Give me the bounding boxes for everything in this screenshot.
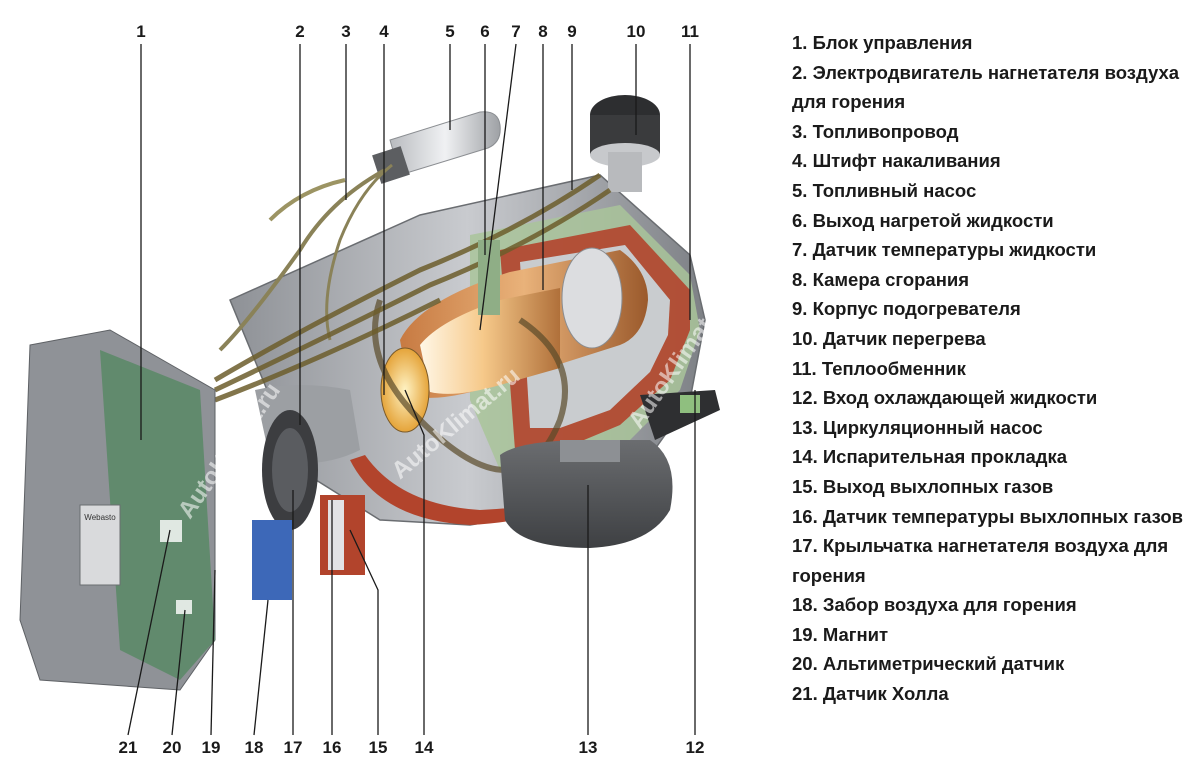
fuel-pump: [372, 111, 501, 184]
legend-item: 4. Штифт накаливания: [792, 150, 1001, 172]
callout-18: 18: [245, 738, 264, 757]
callout-numbers: 1 2 3 4 5 6 7 8 9 10 11 12 13 14 15 16 1…: [119, 22, 705, 757]
callout-1: 1: [136, 22, 145, 41]
legend-item: 15. Выход выхлопных газов: [792, 475, 1054, 497]
control-unit: Webasto: [19, 329, 216, 691]
callout-5: 5: [445, 22, 454, 41]
overheat-sensor: [590, 95, 660, 192]
legend-item: 14. Испарительная прокладка: [792, 446, 1068, 468]
legend-item: 13. Циркуляционный насос: [792, 416, 1043, 438]
heater-cutaway-diagram: Webasto AutoKlimat.ru AutoKlimat.ru Auto…: [19, 22, 720, 757]
callout-21: 21: [119, 738, 138, 757]
callout-4: 4: [379, 22, 389, 41]
legend-item: 1. Блок управления: [792, 32, 973, 53]
legend-item: 7. Датчик температуры жидкости: [792, 239, 1097, 261]
combustion-chamber: [372, 247, 648, 473]
callout-3: 3: [341, 22, 350, 41]
legend-item: 17. Крыльчатка нагнетателя воздуха для г…: [792, 535, 1169, 586]
callout-7: 7: [511, 22, 520, 41]
legend-item: 16. Датчик температуры выхлопных газов: [792, 505, 1184, 527]
callout-2: 2: [295, 22, 304, 41]
legend-item: 20. Альтиметрический датчик: [792, 653, 1065, 675]
leader-lines: [127, 43, 696, 736]
circulation-pump: [500, 440, 673, 548]
callout-11: 11: [681, 22, 699, 41]
legend-item: 11. Теплообменник: [792, 357, 966, 379]
webasto-logo: Webasto: [84, 513, 116, 522]
parts-legend: 1. Блок управления 2. Электродвигатель н…: [792, 28, 1192, 709]
callout-16: 16: [323, 738, 342, 757]
wiring-harness: [213, 172, 612, 403]
callout-8: 8: [538, 22, 547, 41]
callout-13: 13: [579, 738, 598, 757]
callout-9: 9: [567, 22, 576, 41]
legend-item: 9. Корпус подогревателя: [792, 298, 1021, 320]
callout-6: 6: [480, 22, 489, 41]
coolant-outlet: [478, 240, 500, 315]
callout-17: 17: [284, 738, 303, 757]
callout-15: 15: [369, 738, 388, 757]
blower-motor: [255, 385, 360, 530]
legend-item: 21. Датчик Холла: [792, 683, 949, 705]
legend-item: 8. Камера сгорания: [792, 268, 970, 290]
callout-12: 12: [686, 738, 705, 757]
legend-item: 12. Вход охлаждающей жидкости: [792, 387, 1098, 409]
legend-item: 18. Забор воздуха для горения: [792, 594, 1077, 616]
callout-20: 20: [163, 738, 182, 757]
legend-item: 6. Выход нагретой жидкости: [792, 209, 1054, 231]
legend-item: 19. Магнит: [792, 623, 889, 645]
exhaust-outlet: [320, 495, 365, 575]
heat-exchanger-band: [350, 455, 660, 525]
callout-14: 14: [415, 738, 434, 757]
air-intake: [252, 520, 292, 600]
legend-item: 5. Топливный насос: [792, 179, 977, 201]
legend-item: 3. Топливопровод: [792, 120, 959, 142]
legend-item: 10. Датчик перегрева: [792, 327, 986, 349]
legend-item: 2. Электродвигатель нагнетателя воздуха …: [792, 61, 1180, 113]
callout-19: 19: [202, 738, 221, 757]
callout-10: 10: [627, 22, 646, 41]
